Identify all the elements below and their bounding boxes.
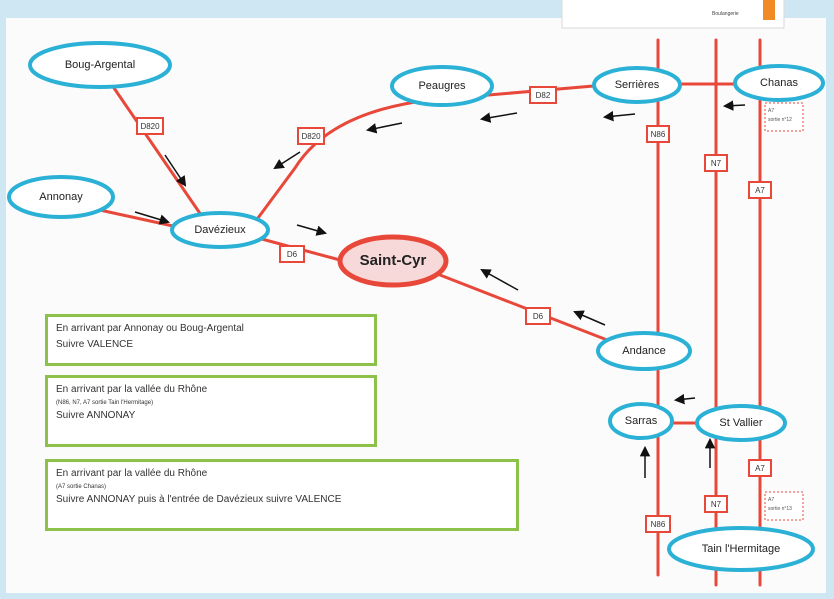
town-davezieux-label: Davézieux (194, 224, 246, 236)
info-box-3-small: (A7 sortie Chanas) (56, 484, 107, 490)
exit-notes: A7 sortie n°12 A7 sortie n°13 (764, 102, 804, 521)
town-annonay-label: Annonay (39, 191, 83, 203)
info-box-3-line1: En arrivant par la vallée du Rhône (56, 468, 208, 479)
info-box-2-line2: Suivre ANNONAY (56, 410, 136, 421)
town-peaugres (390, 65, 494, 107)
info-box-annonay: En arrivant par Annonay ou Boug-Argental… (45, 314, 377, 366)
towns: Boug-Argental Peaugres Serrières Chanas … (7, 41, 825, 572)
town-chanas (733, 64, 825, 102)
inset-orange-marker (763, 0, 775, 20)
town-davezieux (170, 211, 270, 249)
exit-note-tain (764, 491, 804, 521)
arrow-icon (164, 154, 187, 187)
town-st-vallier (695, 404, 787, 442)
arrow-icon (573, 310, 606, 326)
road-sign-n7-upper (704, 154, 728, 172)
town-andance (596, 331, 692, 371)
road-sign-a7-upper-label: A7 (755, 186, 765, 195)
inset-map: Boulangerie (561, 0, 785, 29)
road-sign-d6-lower-label: D6 (533, 312, 544, 321)
town-tain (667, 526, 815, 572)
road-sign-a7-lower-label: A7 (755, 464, 765, 473)
road-signs: D820 D820 D82 D6 D6 N86 N86 N7 N7 A7 A7 (136, 86, 772, 533)
road-sign-n86-upper (646, 125, 670, 143)
road-sign-d6-upper-label: D6 (287, 250, 298, 259)
town-tain-label: Tain l'Hermitage (702, 543, 781, 555)
town-serrieres (592, 66, 682, 104)
inset-label: Boulangerie (712, 11, 739, 17)
info-box-2-line1: En arrivant par la vallée du Rhône (56, 384, 208, 395)
town-andance-label: Andance (622, 345, 665, 357)
town-annonay (7, 175, 115, 219)
arrow-icon (480, 268, 519, 291)
info-box-1-line1: En arrivant par Annonay ou Boug-Argental (56, 323, 244, 334)
info-box-2-small: (N86, N7, A7 sortie Tain l'Hermitage) (56, 400, 154, 406)
arrow-icon (365, 122, 403, 134)
town-serrieres-label: Serrières (615, 79, 660, 91)
arrow-icon (134, 211, 171, 225)
town-peaugres-label: Peaugres (418, 80, 466, 92)
town-boug-argental (28, 41, 172, 89)
road-sign-n7-lower (704, 495, 728, 513)
exit-note-chanas (764, 102, 804, 132)
road-sign-a7-lower (748, 459, 772, 477)
town-boug-argental-label: Boug-Argental (65, 59, 135, 71)
arrow-icon (273, 151, 301, 170)
arrow-icon (722, 100, 746, 111)
info-box-3-line2: Suivre ANNONAY puis à l'entrée de Davézi… (56, 494, 342, 505)
arrow-icon (296, 224, 328, 236)
road-sign-d820-right-label: D820 (301, 132, 321, 141)
info-box-rhone-chanas: En arrivant par la vallée du Rhône (A7 s… (45, 459, 519, 531)
direction-arrows (134, 100, 746, 478)
road-sign-d820-left (136, 117, 164, 135)
road-sign-n86-lower-label: N86 (651, 520, 666, 529)
road-sign-d6-upper (279, 245, 305, 263)
arrow-icon (673, 393, 696, 405)
road-sign-d820-right (297, 127, 325, 145)
road-sign-d82 (529, 86, 557, 104)
info-box-1-line2: Suivre VALENCE (56, 339, 134, 350)
town-st-vallier-label: St Vallier (719, 417, 763, 429)
exit-note-tain-line1: A7 (768, 497, 774, 503)
exit-note-chanas-line2: sortie n°12 (768, 117, 792, 123)
road-sign-n7-upper-label: N7 (711, 159, 722, 168)
town-chanas-label: Chanas (760, 77, 798, 89)
road-sign-a7-upper (748, 181, 772, 199)
road-sign-n86-upper-label: N86 (651, 130, 666, 139)
road-sign-n86-lower (645, 515, 671, 533)
town-saint-cyr (337, 234, 449, 288)
exit-note-tain-line2: sortie n°13 (768, 506, 792, 512)
arrow-icon (479, 112, 518, 123)
town-saint-cyr-label: Saint-Cyr (360, 252, 427, 269)
road-d820-bourg (101, 70, 212, 230)
town-sarras-label: Sarras (625, 415, 658, 427)
town-sarras (608, 402, 674, 440)
road-sign-d82-label: D82 (536, 91, 551, 100)
info-box-rhone-tain: En arrivant par la vallée du Rhône (N86,… (45, 375, 377, 447)
exit-note-chanas-line1: A7 (768, 108, 774, 114)
road-sign-d6-lower (525, 307, 551, 325)
arrow-icon (602, 110, 636, 122)
road-sign-d820-left-label: D820 (140, 122, 160, 131)
road-sign-n7-lower-label: N7 (711, 500, 722, 509)
